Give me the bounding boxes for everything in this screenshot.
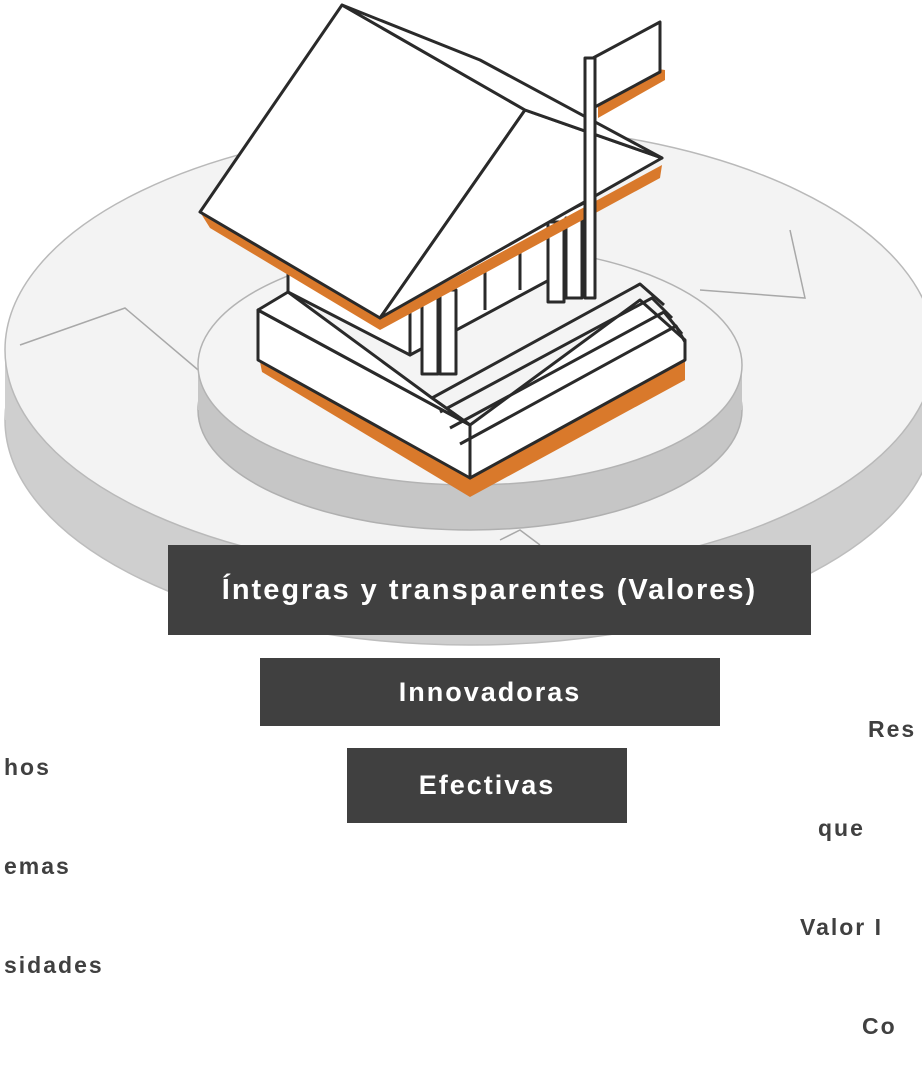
- right-side-line-1: Res: [868, 716, 917, 742]
- banner-values: Íntegras y transparentes (Valores): [168, 545, 811, 635]
- right-side-line-4: Co: [862, 1013, 897, 1039]
- right-side-line-2: que: [818, 815, 865, 841]
- banner-effective: Efectivas: [347, 748, 627, 823]
- institution-illustration: [4, 3, 922, 646]
- right-side-label: Res que Valor I Co: [800, 647, 922, 1076]
- left-side-label: hos emas sidades: [0, 685, 170, 1015]
- left-side-line-1: hos: [4, 754, 51, 780]
- left-side-line-3: sidades: [4, 952, 104, 978]
- banner-innovative: Innovadoras: [260, 658, 720, 726]
- flag-icon: [583, 20, 665, 300]
- left-side-line-2: emas: [4, 853, 71, 879]
- right-side-line-3: Valor I: [800, 914, 884, 940]
- institution-building-icon: [198, 3, 687, 497]
